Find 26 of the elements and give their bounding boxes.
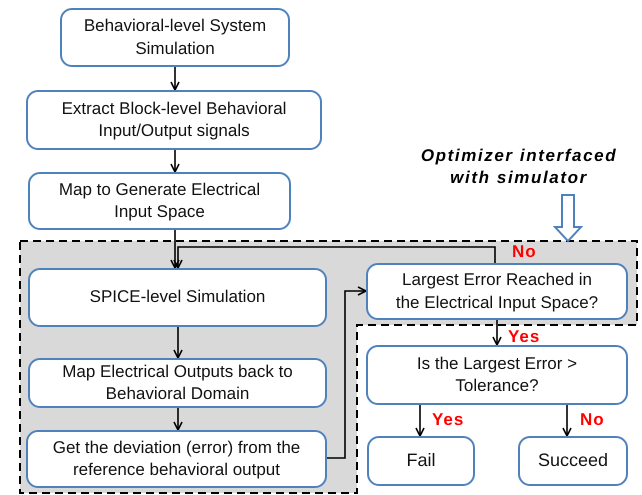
process-box: Behavioral-level System Simulation bbox=[60, 8, 290, 67]
process-box: SPICE-level Simulation bbox=[28, 268, 327, 327]
process-box: Extract Block-level Behavioral Input/Output signals bbox=[26, 90, 322, 150]
edge-label: Yes bbox=[432, 410, 464, 430]
arrow bbox=[173, 408, 183, 431]
edge-label: Yes bbox=[508, 327, 540, 347]
block-arrow bbox=[552, 194, 584, 242]
annotation-text: Optimizer interfaced with simulator bbox=[405, 145, 633, 195]
arrow bbox=[170, 230, 180, 269]
process-box: Get the deviation (error) from the reference behavioral output bbox=[26, 430, 327, 488]
arrow bbox=[415, 405, 425, 437]
terminal-box: Fail bbox=[367, 436, 475, 486]
edge-label: No bbox=[512, 242, 537, 262]
arrow bbox=[492, 320, 502, 346]
process-box: Map to Generate Electrical Input Space bbox=[28, 172, 291, 230]
decision-box: Is the Largest Error > Tolerance? bbox=[366, 345, 628, 405]
edge-label: No bbox=[580, 410, 605, 430]
arrow bbox=[170, 67, 180, 91]
arrow bbox=[173, 327, 183, 359]
arrow bbox=[562, 405, 572, 437]
arrow bbox=[327, 286, 367, 459]
arrow bbox=[170, 150, 180, 173]
decision-box: Largest Error Reached in the Electrical Input Space? bbox=[366, 263, 628, 320]
terminal-box: Succeed bbox=[518, 436, 628, 486]
process-box: Map Electrical Outputs back to Behavioral Domain bbox=[28, 358, 327, 408]
arrow bbox=[173, 246, 496, 269]
